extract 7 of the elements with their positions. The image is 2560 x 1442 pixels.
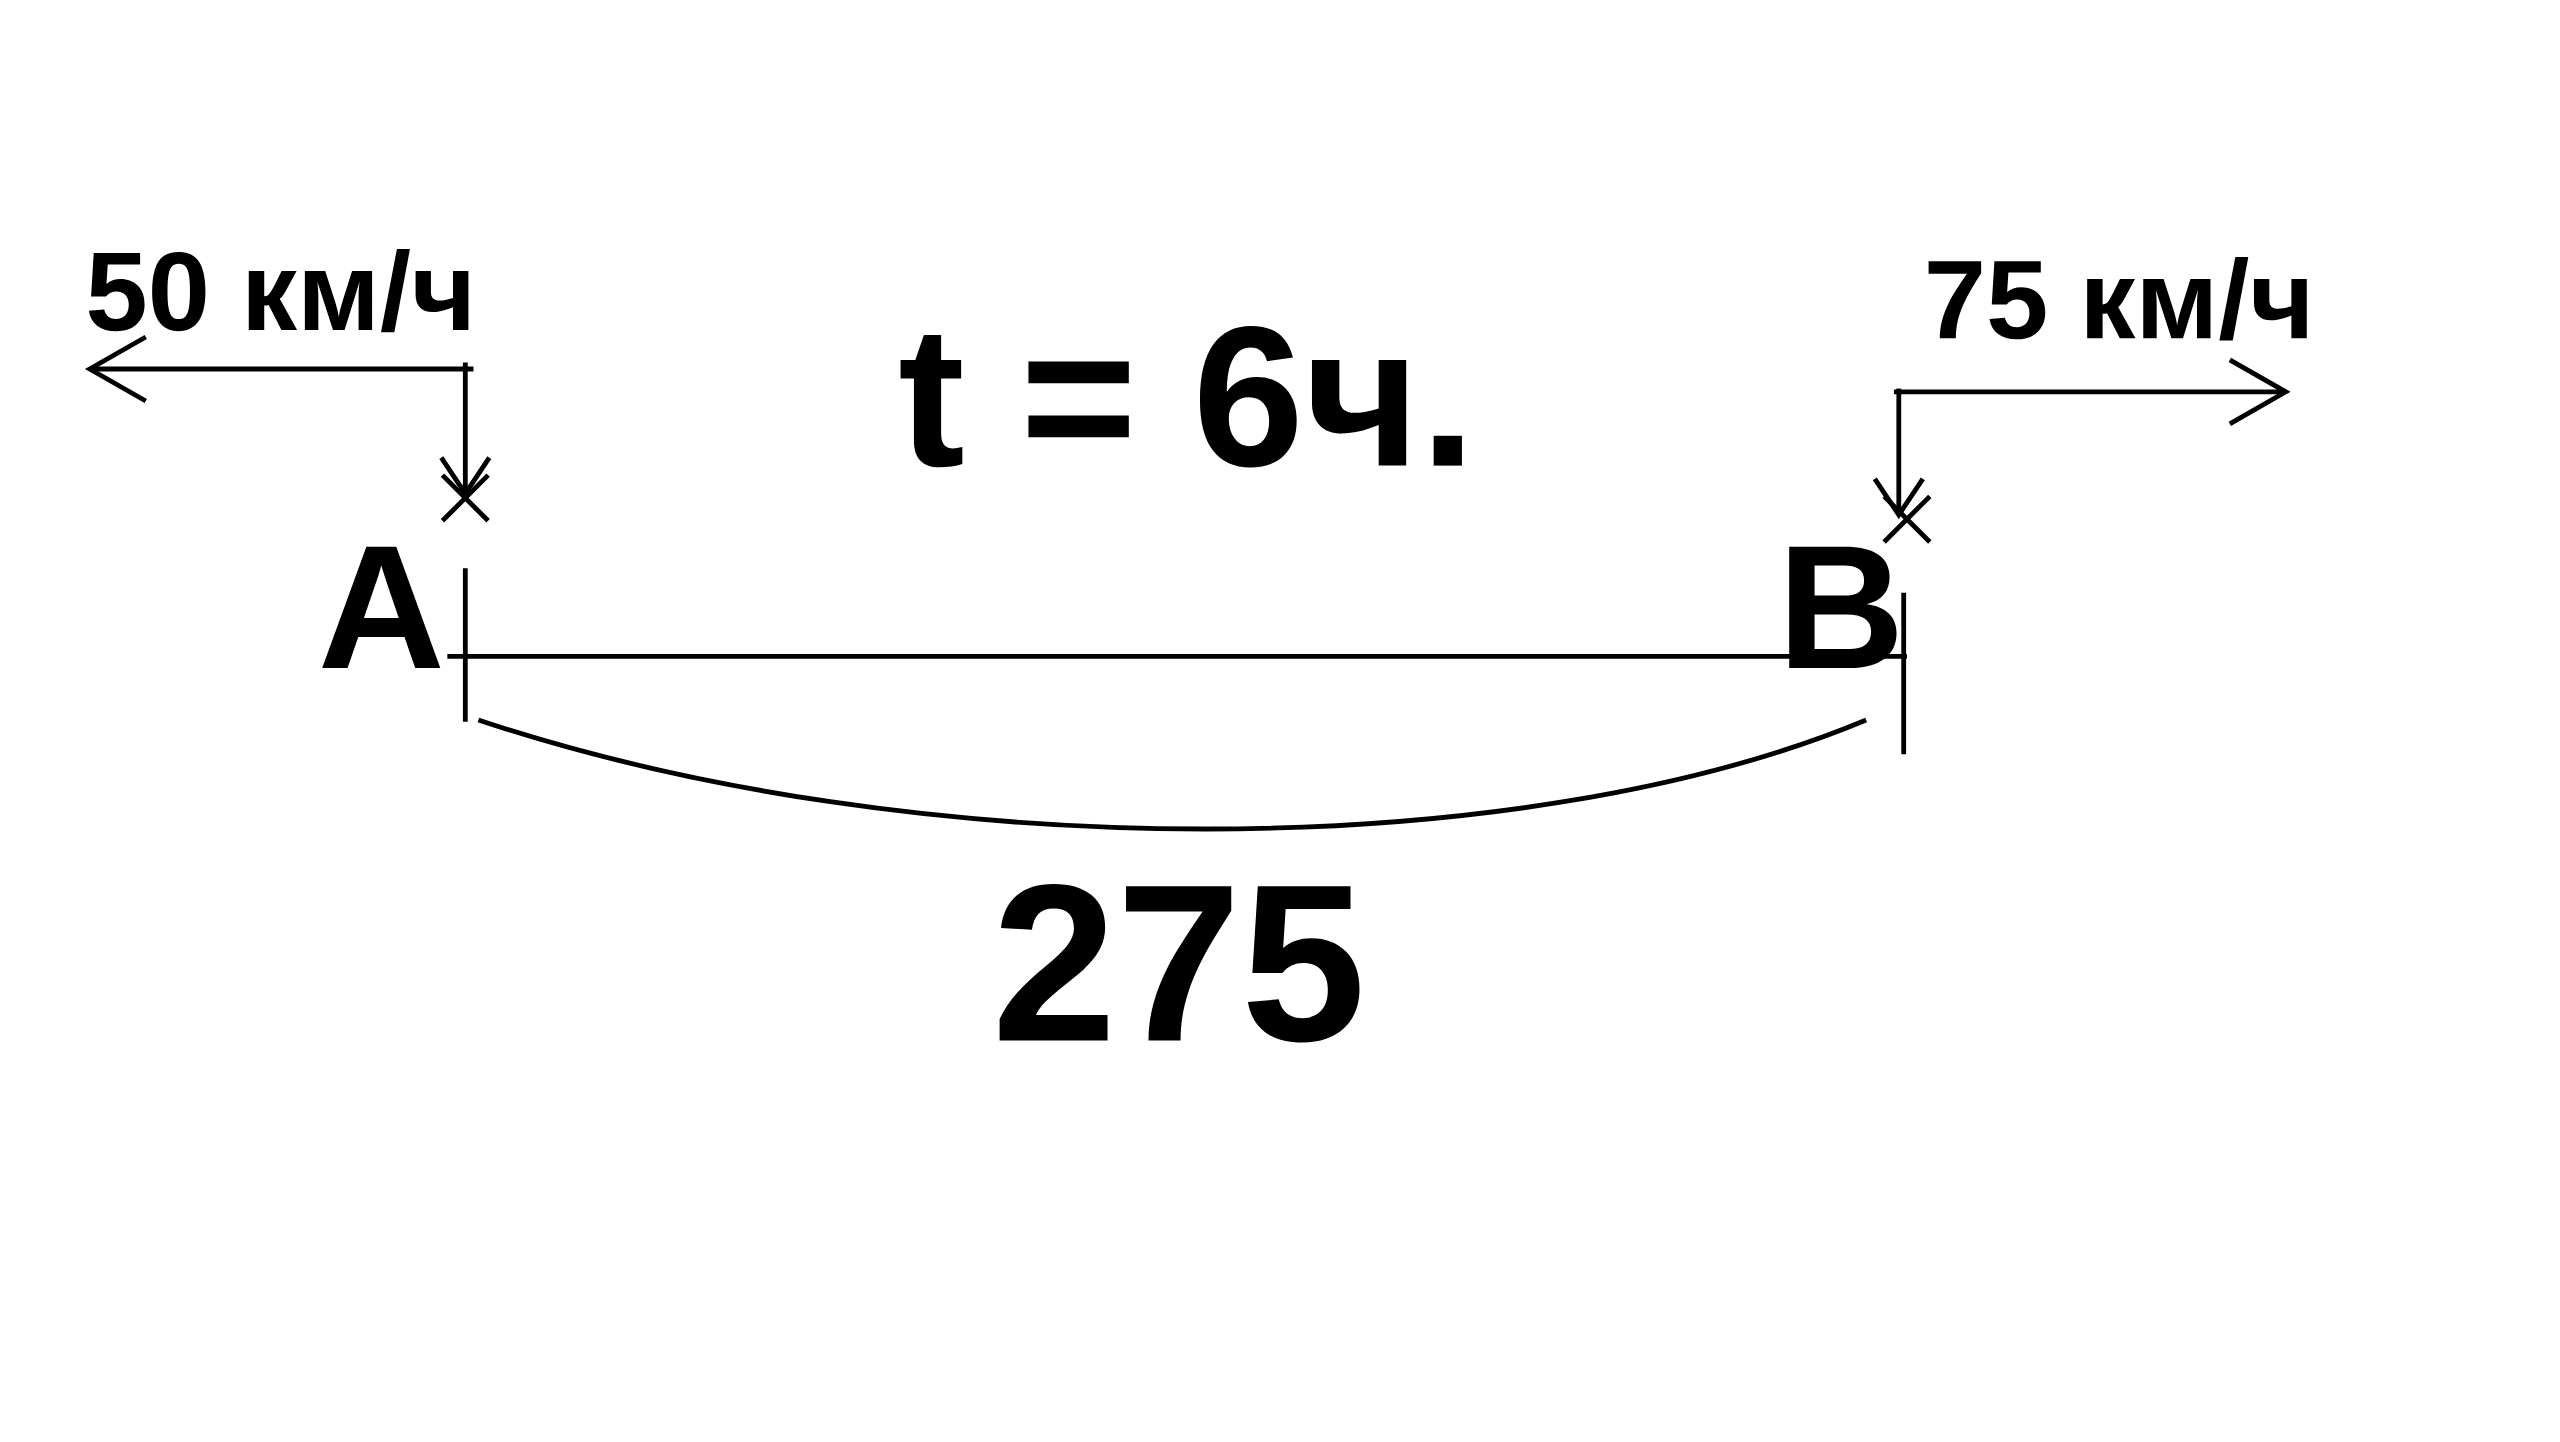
speed-label: 75 км/ч	[1928, 257, 2307, 341]
segment-line	[447, 654, 1907, 659]
speed-label: 50 км/ч	[88, 249, 469, 333]
point-label: B	[1789, 547, 1897, 669]
point-label: A	[322, 547, 441, 669]
time-label: t = 6ч.	[900, 326, 1462, 468]
dimension-label: 275	[999, 884, 1360, 1043]
